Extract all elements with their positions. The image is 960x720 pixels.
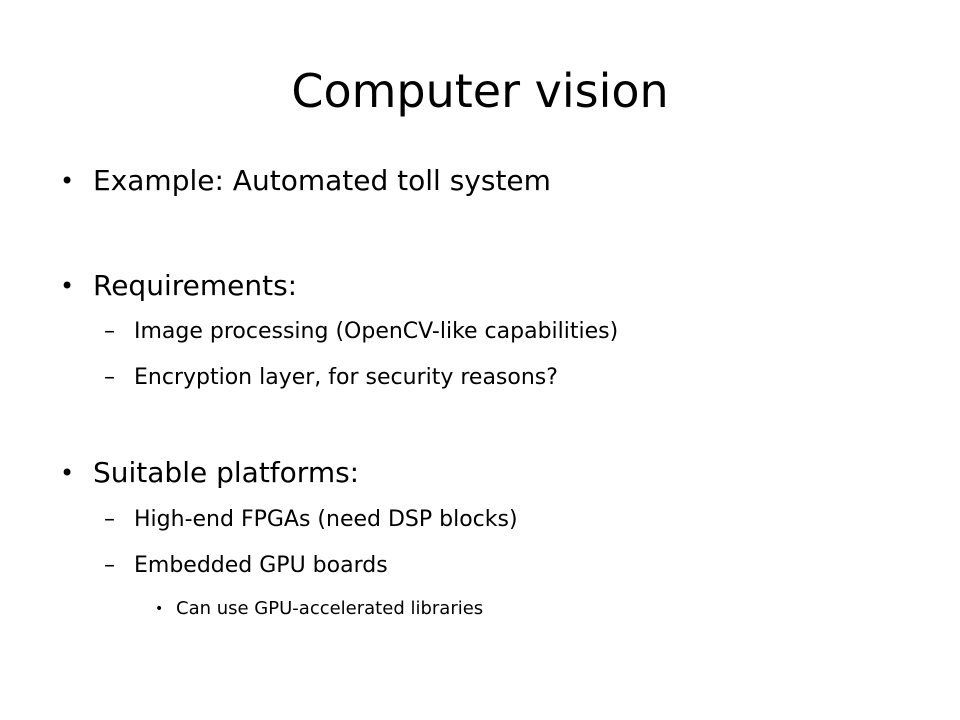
bullet-example: • Example: Automated toll system bbox=[60, 163, 551, 199]
bullet-marker: • bbox=[60, 167, 75, 195]
sub-bullet-text: Embedded GPU boards bbox=[134, 553, 388, 578]
bullet-suitable-platforms: • Suitable platforms: bbox=[60, 455, 360, 491]
dash-marker: – bbox=[104, 365, 115, 390]
sub-sub-bullet-text: Can use GPU-accelerated libraries bbox=[176, 598, 484, 619]
sub-bullet-fpgas: – High-end FPGAs (need DSP blocks) bbox=[104, 505, 518, 535]
sub-bullet-encryption: – Encryption layer, for security reasons… bbox=[104, 363, 558, 393]
sub-sub-bullet-gpu-libraries: • Can use GPU-accelerated libraries bbox=[155, 596, 484, 622]
dash-marker: – bbox=[104, 553, 115, 578]
bullet-requirements: • Requirements: bbox=[60, 268, 298, 304]
bullet-marker: • bbox=[60, 272, 75, 300]
bullet-text: Suitable platforms: bbox=[93, 456, 360, 489]
sub-bullet-gpu-boards: – Embedded GPU boards bbox=[104, 551, 388, 581]
bullet-marker: • bbox=[155, 601, 164, 617]
dash-marker: – bbox=[104, 319, 115, 344]
sub-bullet-text: Encryption layer, for security reasons? bbox=[134, 365, 558, 390]
bullet-marker: • bbox=[60, 459, 75, 487]
sub-bullet-text: Image processing (OpenCV-like capabiliti… bbox=[134, 319, 619, 344]
slide-title: Computer vision bbox=[291, 64, 669, 118]
bullet-text: Example: Automated toll system bbox=[93, 164, 551, 197]
bullet-text: Requirements: bbox=[93, 269, 298, 302]
sub-bullet-image-processing: – Image processing (OpenCV-like capabili… bbox=[104, 317, 619, 347]
dash-marker: – bbox=[104, 507, 115, 532]
sub-bullet-text: High-end FPGAs (need DSP blocks) bbox=[134, 507, 518, 532]
